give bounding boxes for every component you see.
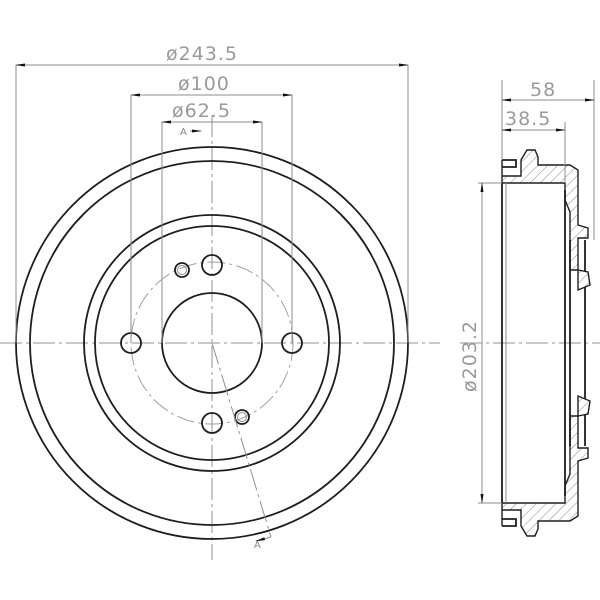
hub-outer-circle: [83, 214, 341, 472]
side-view: 58 38.5 ø203.2: [459, 79, 600, 537]
section-line: [211, 342, 272, 538]
flange-height-label: 38.5: [505, 108, 551, 130]
upper-section-profile: [501, 149, 589, 271]
upper-key-slot: [502, 159, 517, 168]
overall-height-label: 58: [530, 79, 556, 101]
section-label-top: A: [180, 127, 187, 138]
bolt-circle-label: ø100: [178, 73, 230, 95]
bolt-hole-bottom: [201, 412, 223, 434]
outer-diameter-label: ø243.5: [166, 43, 238, 65]
locating-hole-upper-left: [174, 262, 190, 278]
section-arrow-bottom: [255, 536, 272, 542]
section-label-bottom: A: [254, 540, 261, 551]
braking-diameter-label: ø203.2: [459, 320, 481, 392]
bolt-hole-top: [201, 254, 223, 276]
upper-hub-notch: [577, 269, 591, 292]
lower-hub-notch: [577, 394, 591, 417]
lower-key-slot: [502, 518, 517, 527]
locating-hole-lower-right: [234, 409, 250, 425]
center-bore-label: ø62.5: [172, 100, 231, 122]
lower-section-profile: [501, 415, 589, 537]
hub-inner-circle: [94, 225, 330, 461]
front-view: A A ø243.5 ø100 ø62.5: [0, 43, 440, 560]
outer-rim-inner-circle: [29, 160, 395, 526]
